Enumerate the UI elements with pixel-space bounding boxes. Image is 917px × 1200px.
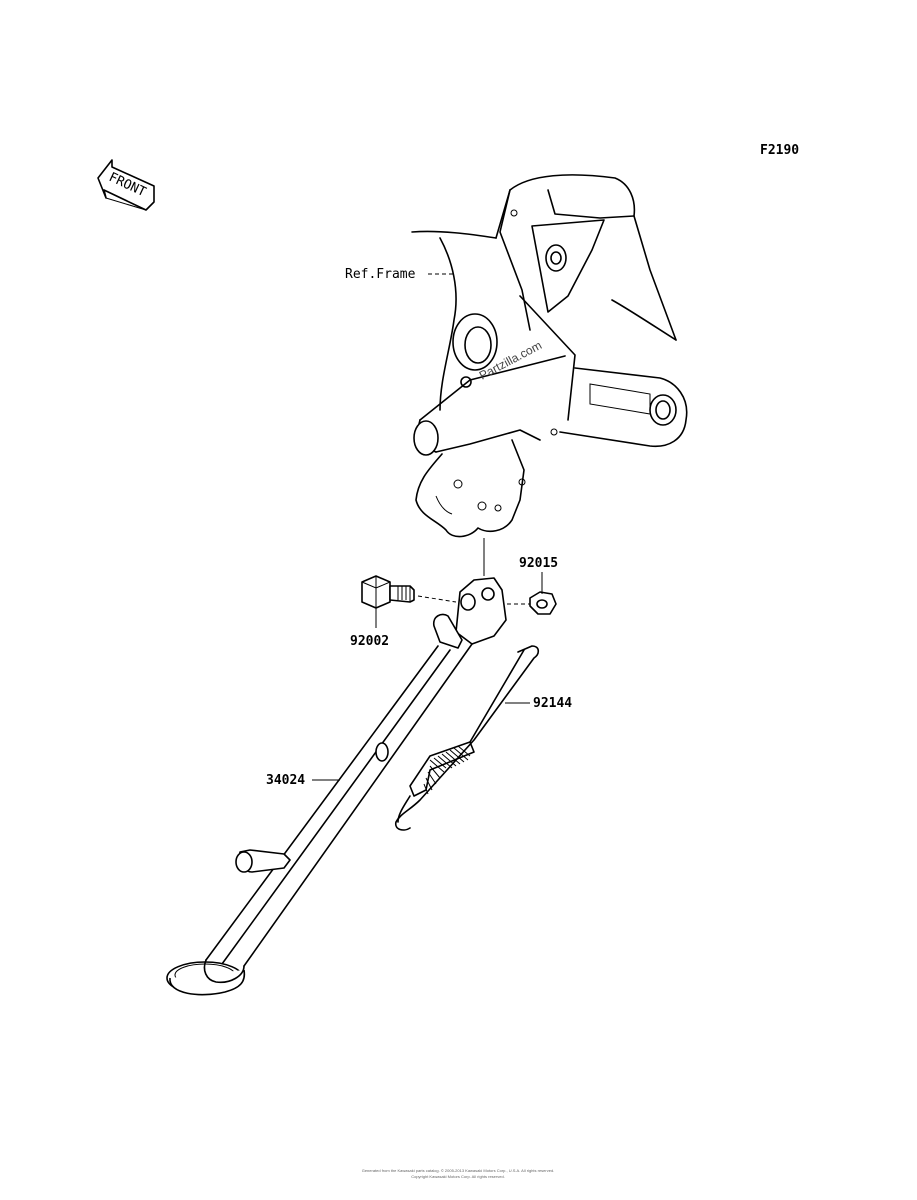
front-arrow-icon: FRONT bbox=[97, 159, 155, 211]
part-number-34024: 34024 bbox=[266, 773, 305, 788]
footer-copyright-line2: Copyright Kawasaki Motors Corp. All righ… bbox=[411, 1174, 505, 1179]
side-stand-34024 bbox=[166, 577, 507, 996]
part-number-92015: 92015 bbox=[519, 556, 558, 571]
part-number-92002: 92002 bbox=[350, 634, 389, 649]
spring-92144 bbox=[394, 645, 540, 831]
frame-assembly bbox=[411, 174, 688, 538]
ref-frame-label: Ref.Frame bbox=[345, 267, 416, 282]
bolt-92002 bbox=[361, 575, 457, 609]
footer-copyright-line1: Generated from the Kawasaki parts catalo… bbox=[362, 1168, 555, 1173]
part-number-92144: 92144 bbox=[533, 696, 572, 711]
figure-code: F2190 bbox=[760, 143, 799, 158]
nut-92015 bbox=[500, 591, 557, 615]
